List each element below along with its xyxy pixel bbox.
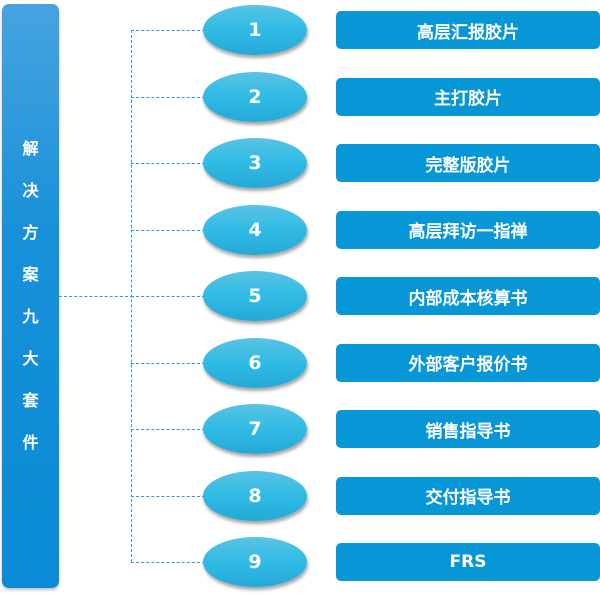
item-label-box: 完整版胶片 (336, 144, 600, 182)
item-number-ellipse: 4 (203, 204, 307, 255)
item-label-box: 内部成本核算书 (336, 277, 600, 315)
item-number-ellipse: 2 (203, 71, 307, 122)
item-number-ellipse: 7 (203, 404, 307, 454)
item-label-box: 外部客户报价书 (336, 343, 600, 382)
title-char: 解 (22, 139, 39, 158)
connector-main (59, 296, 133, 297)
item-number-ellipse: 9 (203, 537, 307, 587)
item-number-ellipse: 3 (203, 138, 307, 188)
title-char: 案 (22, 265, 39, 284)
connector-branch (131, 163, 205, 164)
item-label-box: 销售指导书 (336, 410, 600, 448)
title-char: 决 (22, 181, 39, 200)
item-label-box: 交付指导书 (336, 476, 600, 515)
connector-branch (131, 495, 205, 497)
connector-branch (131, 96, 205, 98)
title-char: 九 (22, 307, 39, 326)
connector-branch (131, 562, 205, 563)
connector-branch (131, 296, 205, 297)
connector-branch (131, 429, 205, 430)
item-number-ellipse: 6 (203, 337, 307, 388)
connector-branch (131, 229, 205, 231)
connector-branch (131, 362, 205, 364)
item-label-box: 高层拜访一指禅 (336, 210, 600, 249)
item-number-ellipse: 8 (203, 470, 307, 521)
item-number-ellipse: 5 (203, 271, 307, 321)
title-bar: 解决方案九大套件 (2, 4, 59, 588)
item-number-ellipse: 1 (203, 5, 307, 55)
item-label-box: FRS (336, 543, 600, 581)
item-label-box: 主打胶片 (336, 77, 600, 116)
title-char: 方 (22, 223, 39, 242)
item-label-box: 高层汇报胶片 (336, 11, 600, 49)
connector-branch (131, 30, 205, 31)
title-char: 件 (22, 433, 39, 452)
title-char: 套 (22, 391, 39, 410)
title-char: 大 (22, 349, 39, 368)
